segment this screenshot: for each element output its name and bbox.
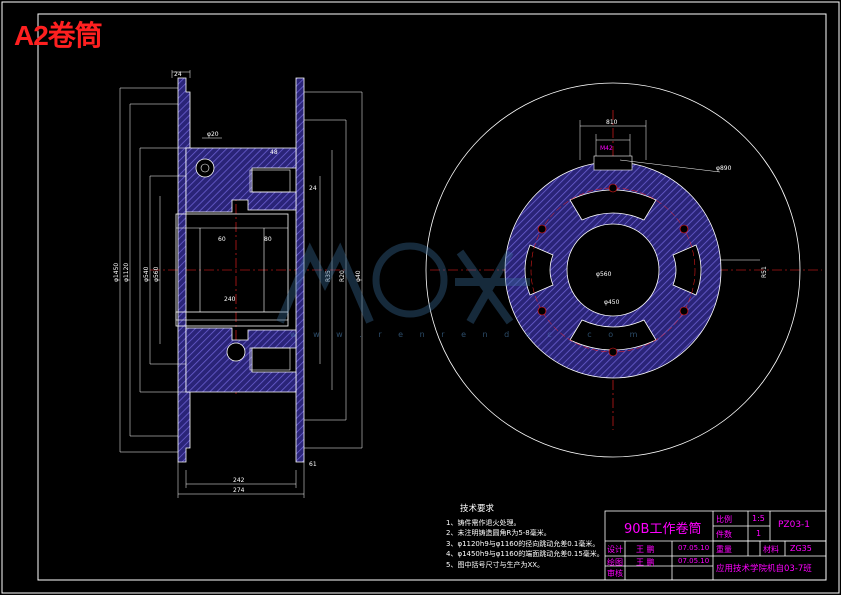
- dim-right-small: 61: [309, 461, 317, 468]
- dim-side-r: R51: [761, 266, 768, 278]
- hub-circle: [566, 223, 660, 317]
- flange-outer-circle: [425, 82, 801, 458]
- dim-side-b: R20: [339, 270, 346, 282]
- designer-date: 07.05.10: [678, 544, 710, 552]
- note-item: 1、铸件需作退火处理。: [446, 518, 521, 527]
- scale-value: 1:5: [752, 514, 765, 523]
- dim-flange-outer: φ1450: [113, 263, 120, 282]
- quantity-value: 1: [756, 529, 762, 538]
- material-label: 材料: [763, 545, 779, 554]
- weight-label: 重量: [716, 545, 732, 554]
- dim-bore-length: 240: [224, 296, 236, 303]
- dim-side-hub: φ560: [596, 271, 612, 278]
- dim-step-dia: 60: [218, 236, 226, 243]
- dim-side-pcd: φ890: [716, 165, 732, 172]
- note-item: 3、φ1120h9与φ1160的径向跳动允差0.1毫米。: [446, 539, 600, 548]
- dim-hub-dia: φ540: [143, 266, 150, 282]
- lower-drum-section: [185, 327, 297, 393]
- part-name: 90B工作卷筒: [624, 522, 702, 537]
- dim-bore-dia: 80: [264, 236, 272, 243]
- drafter-date: 07.05.10: [678, 557, 710, 565]
- material-value: ZG35: [790, 544, 812, 553]
- dim-side-bore: φ450: [604, 299, 620, 306]
- dim-top-left: 24: [174, 71, 182, 78]
- dim-drum-dia: φ1120: [123, 263, 130, 282]
- inner-frame: [37, 13, 827, 581]
- dim-bottom-inner: 242: [233, 477, 245, 484]
- dim-top-width: φ20: [207, 131, 219, 138]
- upper-drum-section: [185, 147, 297, 213]
- dim-side-top: 810: [606, 119, 618, 126]
- notes-title: 技术要求: [460, 504, 495, 514]
- note-item: 4、φ1450h9与φ1160的端面跳动允差0.15毫米。: [446, 550, 604, 558]
- quantity-label: 件数: [716, 530, 732, 539]
- dim-side-a: R35: [325, 270, 332, 282]
- dim-bottom-overall: 274: [233, 487, 245, 494]
- watermark-url: w w w . r e n r e n d o c . c o m: [290, 330, 645, 339]
- designer-name: 王 鹏: [636, 545, 655, 554]
- reviewer-role: 审核: [607, 569, 623, 578]
- drafter-name: 王 鹏: [636, 558, 655, 567]
- technical-notes: 技术要求 1、铸件需作退火处理。 2、未注明铸造圆角R为5-8毫米。 3、φ11…: [446, 504, 604, 570]
- dim-flange-thickness: 24: [309, 185, 317, 192]
- drafter-role: 绘图: [607, 558, 623, 567]
- dim-hole: φ40: [355, 270, 362, 282]
- bolt-hole-circle: [195, 158, 215, 178]
- note-item: 5、图中括号尺寸与生产为XX。: [446, 560, 545, 569]
- drawing-number: PZ03-1: [778, 520, 811, 530]
- note-item: 2、未注明铸造圆角R为5-8毫米。: [446, 529, 551, 537]
- bore-outline: [175, 213, 289, 327]
- watermark-logo: [276, 242, 530, 325]
- dim-bore: φ560: [153, 266, 160, 282]
- sheet-size-label: A2卷筒: [14, 20, 103, 51]
- title-block: [604, 510, 827, 581]
- dim-rim: 48: [270, 149, 278, 156]
- school-name: 应用技术学院机自03-7班: [716, 564, 812, 574]
- scale-label: 比例: [716, 515, 732, 524]
- dim-side-key: M42: [600, 145, 613, 152]
- sectional-view: 274 242 240 80 60 24 24 φ20 61 48 φ1450 …: [113, 70, 363, 498]
- designer-role: 设计: [607, 545, 623, 554]
- side-view: 810 M42 φ890 φ560 φ450 R51: [425, 82, 822, 458]
